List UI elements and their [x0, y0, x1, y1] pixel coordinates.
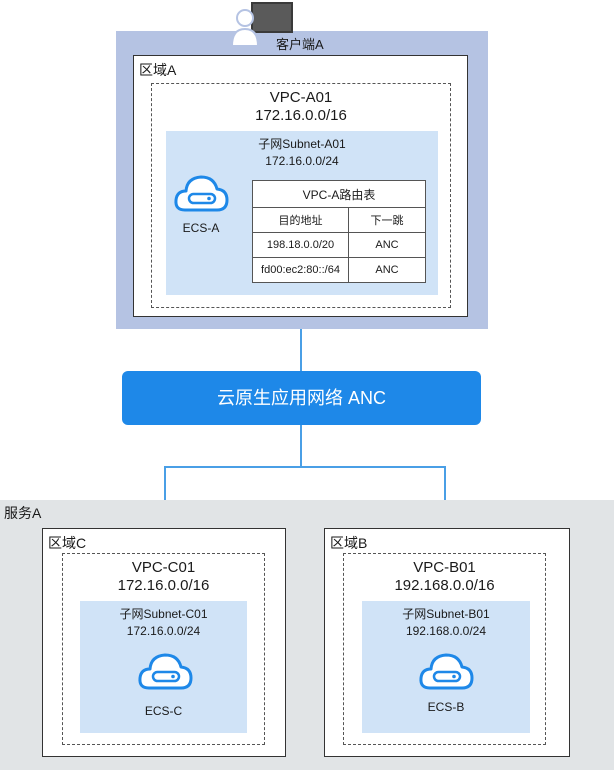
subnet-b01-cidr: 192.168.0.0/24 — [405, 624, 487, 638]
vpc-c01-box — [62, 553, 265, 745]
link-to-region-c — [164, 466, 166, 528]
vpc-a01-box — [151, 83, 451, 308]
route-next: ANC — [348, 232, 426, 258]
table-row: 198.18.0.0/20 ANC — [252, 232, 426, 258]
link-client-to-anc — [300, 318, 302, 372]
client-user-icon — [230, 2, 294, 47]
route-table: VPC-A路由表 目的地址 下一跳 198.18.0.0/20 ANC fd00… — [252, 180, 426, 283]
ecs-a-label: ECS-A — [182, 221, 220, 235]
link-anc-horizontal — [164, 466, 446, 468]
link-to-region-b — [444, 466, 446, 528]
subnet-b01-name: 子网Subnet-B01 — [402, 607, 490, 621]
route-table-header-next: 下一跳 — [348, 207, 426, 233]
subnet-c01-cidr: 172.16.0.0/24 — [126, 624, 201, 638]
route-dest: 198.18.0.0/20 — [252, 232, 349, 258]
service-a-label: 服务A — [4, 505, 42, 521]
region-a-label: 区域A — [139, 62, 177, 78]
cloud-server-icon — [137, 650, 193, 692]
route-table-title: VPC-A路由表 — [252, 180, 426, 208]
subnet-c01-name: 子网Subnet-C01 — [119, 607, 208, 621]
vpc-b01-name: VPC-B01 — [413, 559, 476, 576]
vpc-c01-cidr: 172.16.0.0/16 — [117, 577, 210, 594]
vpc-b01-box — [343, 553, 546, 745]
vpc-a01-name: VPC-A01 — [269, 89, 333, 106]
route-next: ANC — [348, 257, 426, 283]
cloud-server-icon — [173, 172, 229, 214]
ecs-c-label: ECS-C — [144, 704, 183, 718]
ecs-b-label: ECS-B — [427, 700, 465, 714]
subnet-a01-name: 子网Subnet-A01 — [258, 137, 346, 151]
vpc-c01-name: VPC-C01 — [131, 559, 196, 576]
vpc-b01-cidr: 192.168.0.0/16 — [394, 577, 495, 594]
region-c-label: 区域C — [48, 535, 87, 551]
route-table-header-dest: 目的地址 — [252, 207, 349, 233]
anc-bar: 云原生应用网络 ANC — [122, 371, 481, 425]
vpc-a01-cidr: 172.16.0.0/16 — [255, 107, 347, 124]
cloud-server-icon — [418, 650, 474, 692]
table-row: fd00:ec2:80::/64 ANC — [252, 257, 426, 283]
route-dest: fd00:ec2:80::/64 — [252, 257, 349, 283]
region-b-label: 区域B — [330, 535, 368, 551]
link-anc-down — [300, 425, 302, 467]
subnet-a01-cidr: 172.16.0.0/24 — [265, 154, 339, 168]
client-label: 客户端A — [276, 37, 324, 52]
